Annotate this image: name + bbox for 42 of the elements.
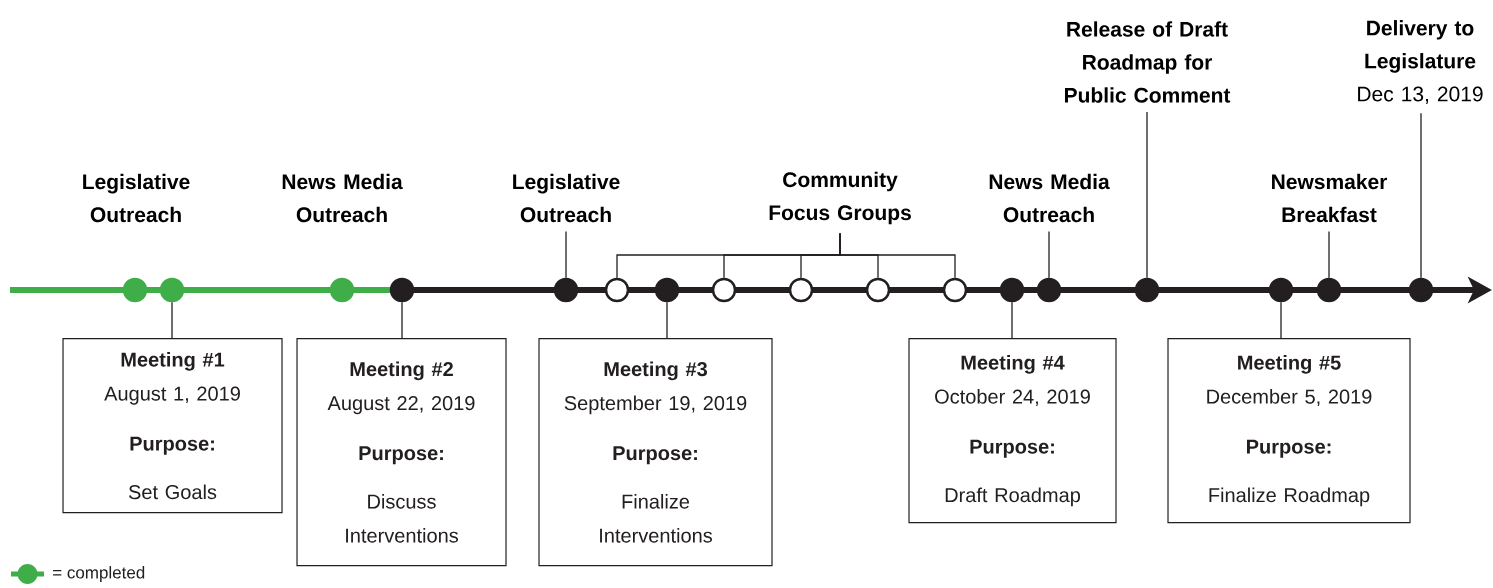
event-label: News Media Outreach	[989, 173, 1110, 223]
event-label: Release of Draft Roadmap for Public Comment	[1065, 21, 1231, 103]
event-label: News Media Outreach	[282, 173, 403, 223]
completed-dot	[122, 277, 148, 303]
event-label: Legislative Outreach	[513, 173, 620, 223]
legend-text: = completed	[53, 566, 145, 582]
leader-line	[1048, 230, 1050, 279]
event-label: Community Focus Groups	[769, 171, 911, 225]
leader-line	[401, 301, 403, 339]
open-dot	[788, 277, 814, 303]
leader-line	[1011, 301, 1013, 339]
leader-line	[171, 301, 173, 339]
meeting-box: Meeting #4 October 24, 2019 Purpose: Draft Roadmap	[908, 338, 1117, 524]
leader-line	[666, 301, 668, 339]
event-label: Legislative Outreach	[83, 173, 190, 223]
meeting-box: Meeting #5 December 5, 2019 Purpose: Finalize Roadmap	[1167, 338, 1411, 524]
milestone-dot	[553, 277, 579, 303]
leader-line	[839, 232, 956, 279]
milestone-dot	[389, 277, 415, 303]
meeting-box: Meeting #1 August 1, 2019 Purpose: Set Goals	[62, 338, 283, 514]
leader-line	[1280, 301, 1282, 339]
open-dot	[711, 277, 737, 303]
event-label: Delivery to Legislature Dec 13, 2019	[1358, 20, 1483, 104]
open-dot	[604, 277, 630, 303]
milestone-dot	[1134, 277, 1160, 303]
milestone-dot	[1268, 277, 1294, 303]
milestone-dot	[1408, 277, 1434, 303]
open-dot	[865, 277, 891, 303]
completed-dot	[329, 277, 355, 303]
meeting-box: Meeting #3 September 19, 2019 Purpose: Finalize Interventions	[538, 338, 773, 567]
event-label: Newsmaker Breakfast	[1272, 173, 1388, 223]
open-dot	[942, 277, 968, 303]
completed-dot	[159, 277, 185, 303]
milestone-dot	[654, 277, 680, 303]
milestone-dot	[999, 277, 1025, 303]
leader-line	[1420, 112, 1422, 279]
meeting-box: Meeting #2 August 22, 2019 Purpose: Discuss Interventions	[296, 338, 507, 567]
leader-line	[1328, 230, 1330, 279]
leader-line	[1146, 111, 1148, 279]
milestone-dot	[1316, 277, 1342, 303]
milestone-dot	[1036, 277, 1062, 303]
leader-line	[565, 230, 567, 279]
